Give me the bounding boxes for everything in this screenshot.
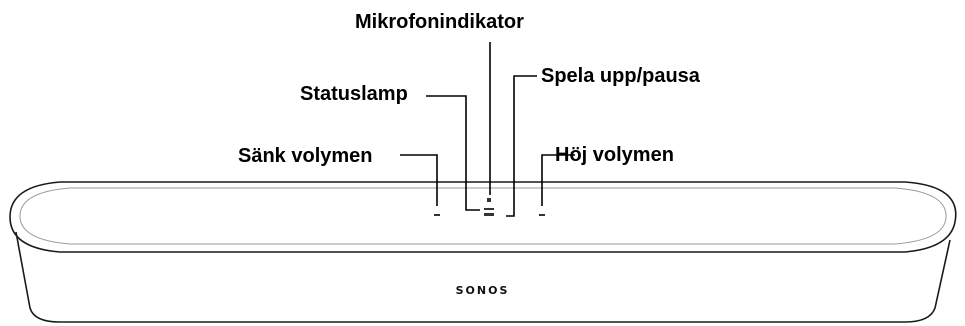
touch-controls	[434, 198, 545, 216]
label-play-pause: Spela upp/pausa	[541, 65, 700, 87]
leader-status	[426, 95, 480, 211]
leader-volume-down	[400, 154, 438, 206]
brand-logo-text: SONOS	[455, 284, 510, 297]
microphone-indicator-dot	[487, 198, 491, 202]
soundbar-top-inner	[19, 187, 947, 245]
play-pause-mark	[484, 213, 494, 216]
leader-volume-up	[541, 154, 575, 206]
label-volume-up: Höj volymen	[555, 144, 674, 166]
leader-lines	[400, 42, 575, 217]
leader-play-pause	[506, 75, 537, 217]
volume-up-mark	[539, 214, 545, 216]
label-microphone-indicator: Mikrofonindikator	[355, 11, 524, 33]
soundbar	[9, 181, 957, 323]
volume-down-mark	[434, 214, 440, 216]
status-light-mark	[484, 208, 494, 210]
label-status-light: Statuslamp	[300, 83, 408, 105]
label-volume-down: Sänk volymen	[238, 145, 373, 167]
soundbar-top-surface	[9, 181, 957, 253]
soundbar-front	[15, 231, 951, 323]
